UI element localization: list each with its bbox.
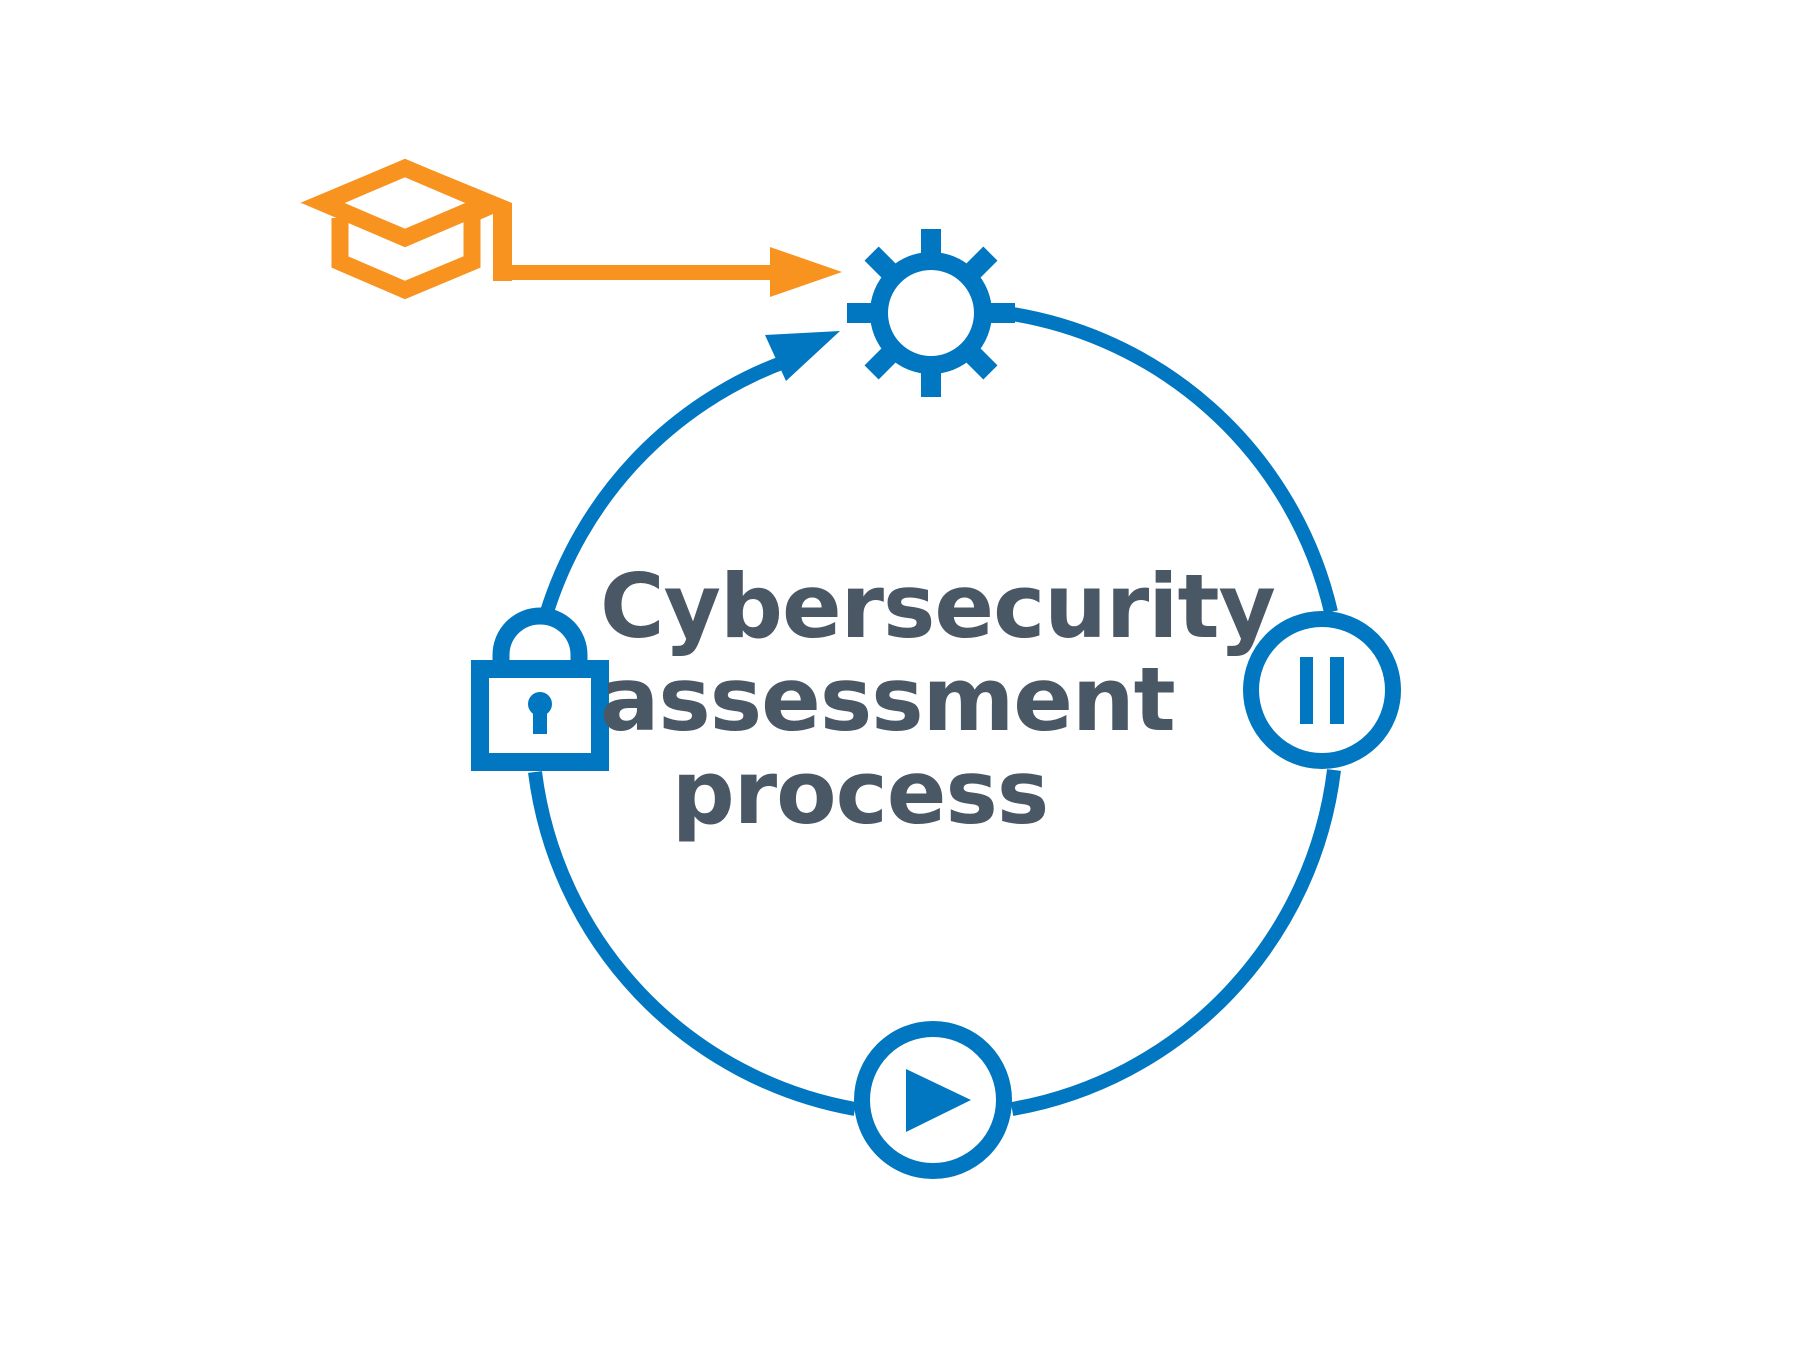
arc-lock-to-gear xyxy=(539,355,787,618)
diagram-title: Cybersecurity assessment process xyxy=(600,555,1276,844)
arc-gear-to-pause xyxy=(989,304,1338,614)
arrowhead-to-gear-icon xyxy=(765,331,840,381)
training-to-gear-arrow xyxy=(505,247,842,297)
play-node xyxy=(854,1021,1012,1179)
graduation-cap-icon xyxy=(300,158,512,300)
arc-pause-to-play xyxy=(1010,769,1341,1116)
arc-play-to-lock xyxy=(528,771,857,1116)
title-line-2: assessment xyxy=(600,648,1176,751)
play-icon xyxy=(906,1069,971,1132)
cycle-ring xyxy=(528,304,1341,1116)
pause-node xyxy=(1243,611,1401,769)
title-line-3: process xyxy=(671,741,1049,844)
pause-node-ring xyxy=(1243,611,1401,769)
title-line-1: Cybersecurity xyxy=(600,555,1276,658)
gear-icon xyxy=(847,229,1015,397)
padlock-icon xyxy=(471,607,609,771)
orange-arrowhead-icon xyxy=(770,247,842,297)
pause-icon xyxy=(1300,657,1344,724)
padlock-shackle xyxy=(492,607,588,663)
